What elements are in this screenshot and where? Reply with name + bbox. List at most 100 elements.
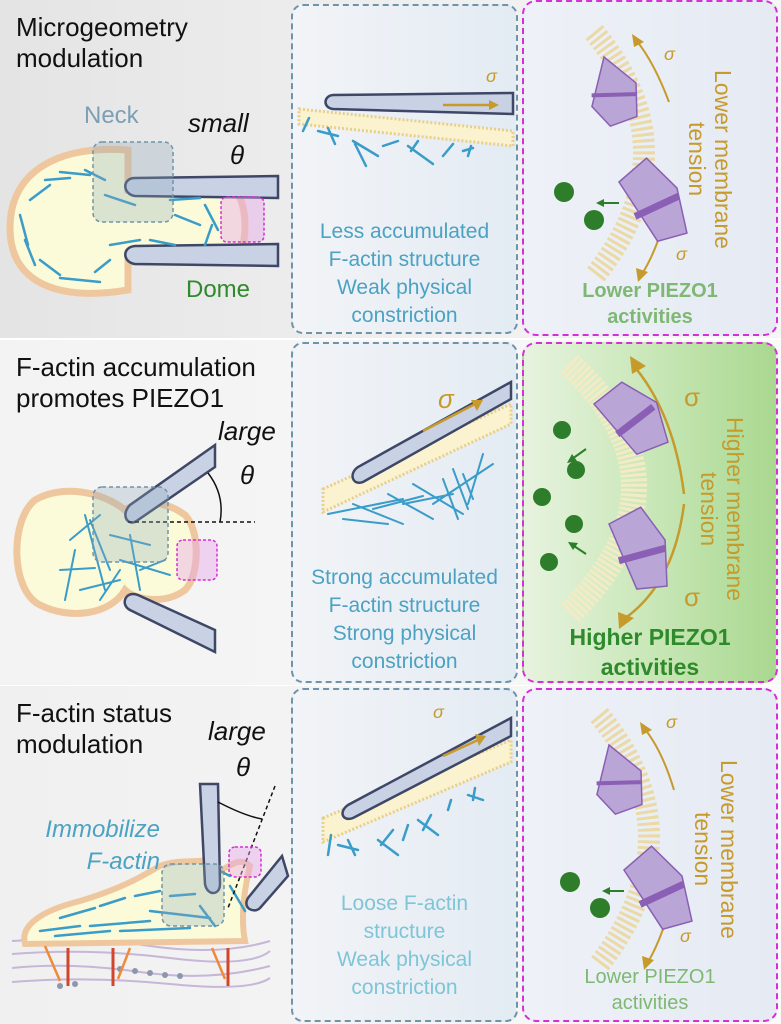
pipette-angled (245, 853, 290, 912)
pipette-wall (324, 91, 515, 116)
factin-filaments (301, 116, 475, 168)
title-line: F-actin status (16, 698, 173, 728)
tension-label: Lower membrane tension (684, 47, 736, 272)
cell-membrane (21, 854, 254, 948)
pipette-top (124, 174, 280, 200)
pipette-bottom (124, 242, 280, 268)
piezo-membrane-illustration (554, 24, 688, 284)
theta-label: θ (236, 752, 251, 782)
calcium-flux-arrow (602, 887, 624, 895)
membrane-bilayer (321, 737, 513, 845)
activity-line: Lower PIEZO1 (582, 280, 718, 302)
tension-sigma: σ (486, 66, 497, 86)
neck-highlight-box (92, 141, 174, 223)
pipette-lower (123, 592, 217, 655)
row-factin-accumulation: F-actin accumulation promotes PIEZO1 lar… (0, 340, 781, 685)
calcium-ion (584, 210, 604, 230)
row-title: F-actin accumulation promotes PIEZO1 (16, 352, 256, 414)
immobilize-line: F-actin (86, 848, 160, 875)
angle-word-label: large (208, 716, 266, 746)
factin-filaments (326, 786, 485, 857)
curved-membrane (559, 354, 647, 624)
tension-arrow (443, 100, 499, 110)
factin-filaments (327, 453, 494, 525)
activity-label: Higher PIEZO1 activities (524, 622, 776, 682)
tension-arrow (422, 400, 483, 433)
angle-arc (207, 472, 222, 523)
tension-arc-top (633, 365, 686, 495)
arrow-head-top (640, 722, 652, 735)
tension-sigma-bottom: σ (680, 926, 691, 946)
activity-label: Lower PIEZO1 activities (524, 278, 776, 330)
neck-detail-panel: σ Loose F-actin structure Weak physical … (291, 688, 518, 1022)
tension-sigma: σ (438, 384, 454, 414)
pipette-vertical (198, 782, 222, 895)
tension-sigma-bottom: σ (684, 582, 701, 612)
arrow-head-bottom (636, 268, 648, 282)
calcium-ion (540, 553, 558, 571)
tension-sigma-top: σ (664, 44, 675, 64)
neck-detail-illustration (321, 379, 513, 525)
pipette-upper (124, 442, 217, 524)
theta-label: θ (240, 460, 255, 490)
activity-line: Lower PIEZO1 (584, 966, 716, 988)
dome-highlight-box (176, 539, 218, 581)
neck-label: Neck (84, 102, 139, 129)
calcium-ion (533, 488, 551, 506)
curved-membrane (585, 24, 655, 284)
row-title: F-actin status modulation (16, 698, 172, 760)
neck-detail-illustration (321, 715, 513, 857)
focal-adhesions (66, 948, 230, 986)
activity-line: activities (611, 992, 689, 1014)
neck-detail-panel: σ Strong accumulated F-actin structure S… (291, 342, 518, 683)
row-microgeometry: Microgeometry modulation Neck small θ Do… (0, 0, 781, 338)
description-line: Less accumulated (319, 220, 490, 243)
arrow-head-bottom (618, 612, 634, 629)
calcium-ion (554, 182, 574, 202)
description-line: constriction (351, 304, 458, 327)
neck-detail-illustration (297, 91, 515, 168)
activity-line: Higher PIEZO1 (569, 624, 731, 650)
neck-highlight-box (92, 486, 169, 563)
theta-label: θ (230, 140, 245, 170)
description-line: F-actin structure (328, 248, 481, 271)
factin-network (59, 514, 171, 601)
calcium-ion (590, 898, 610, 918)
arrow-head-top (630, 356, 646, 374)
description-line: Loose F-actin (340, 892, 469, 915)
dome-label: Dome (186, 276, 251, 303)
tension-label: Higher membrane tension (696, 389, 748, 629)
calcium-ion (567, 461, 585, 479)
factin-network (18, 168, 220, 284)
arrow-head-bottom (642, 956, 654, 970)
neck-description: Strong accumulated F-actin structure Str… (293, 564, 516, 676)
neck-description: Less accumulated F-actin structure Weak … (293, 218, 516, 330)
title-line: modulation (16, 43, 144, 73)
description-line: Strong accumulated (311, 566, 498, 589)
cell-illustration (11, 782, 290, 989)
curved-membrane (590, 707, 660, 972)
dome-detail-panel: σ σ Lower membrane tension Lower PIEZO1 … (522, 0, 778, 336)
description-line: Strong physical (332, 622, 477, 645)
piezo-channel-lower (618, 157, 688, 243)
tension-line: tension (684, 122, 710, 197)
title-line: promotes PIEZO1 (16, 383, 225, 413)
arrow-head-top (632, 34, 644, 47)
tension-sigma: σ (433, 702, 444, 722)
row-title: Microgeometry modulation (16, 12, 188, 74)
piezo-channel-open (608, 506, 668, 590)
description-line: structure (363, 920, 446, 943)
piezo-membrane-illustration (533, 354, 686, 629)
description-line: Weak physical (336, 948, 472, 971)
angle-word-label: small (188, 108, 249, 138)
dome-detail-panel: σ σ Lower membrane tension Lower PIEZO1 … (522, 688, 778, 1022)
description-line: Weak physical (336, 276, 472, 299)
description-line: constriction (351, 650, 458, 673)
tension-line: Higher membrane (722, 416, 748, 602)
dome-highlight-box (228, 846, 262, 878)
ecm-dots (57, 966, 183, 989)
extracellular-matrix (11, 938, 271, 988)
piezo-channel-closed (591, 55, 638, 128)
immobilize-label: Immobilize F-actin (22, 814, 160, 878)
tension-line: tension (696, 471, 722, 547)
